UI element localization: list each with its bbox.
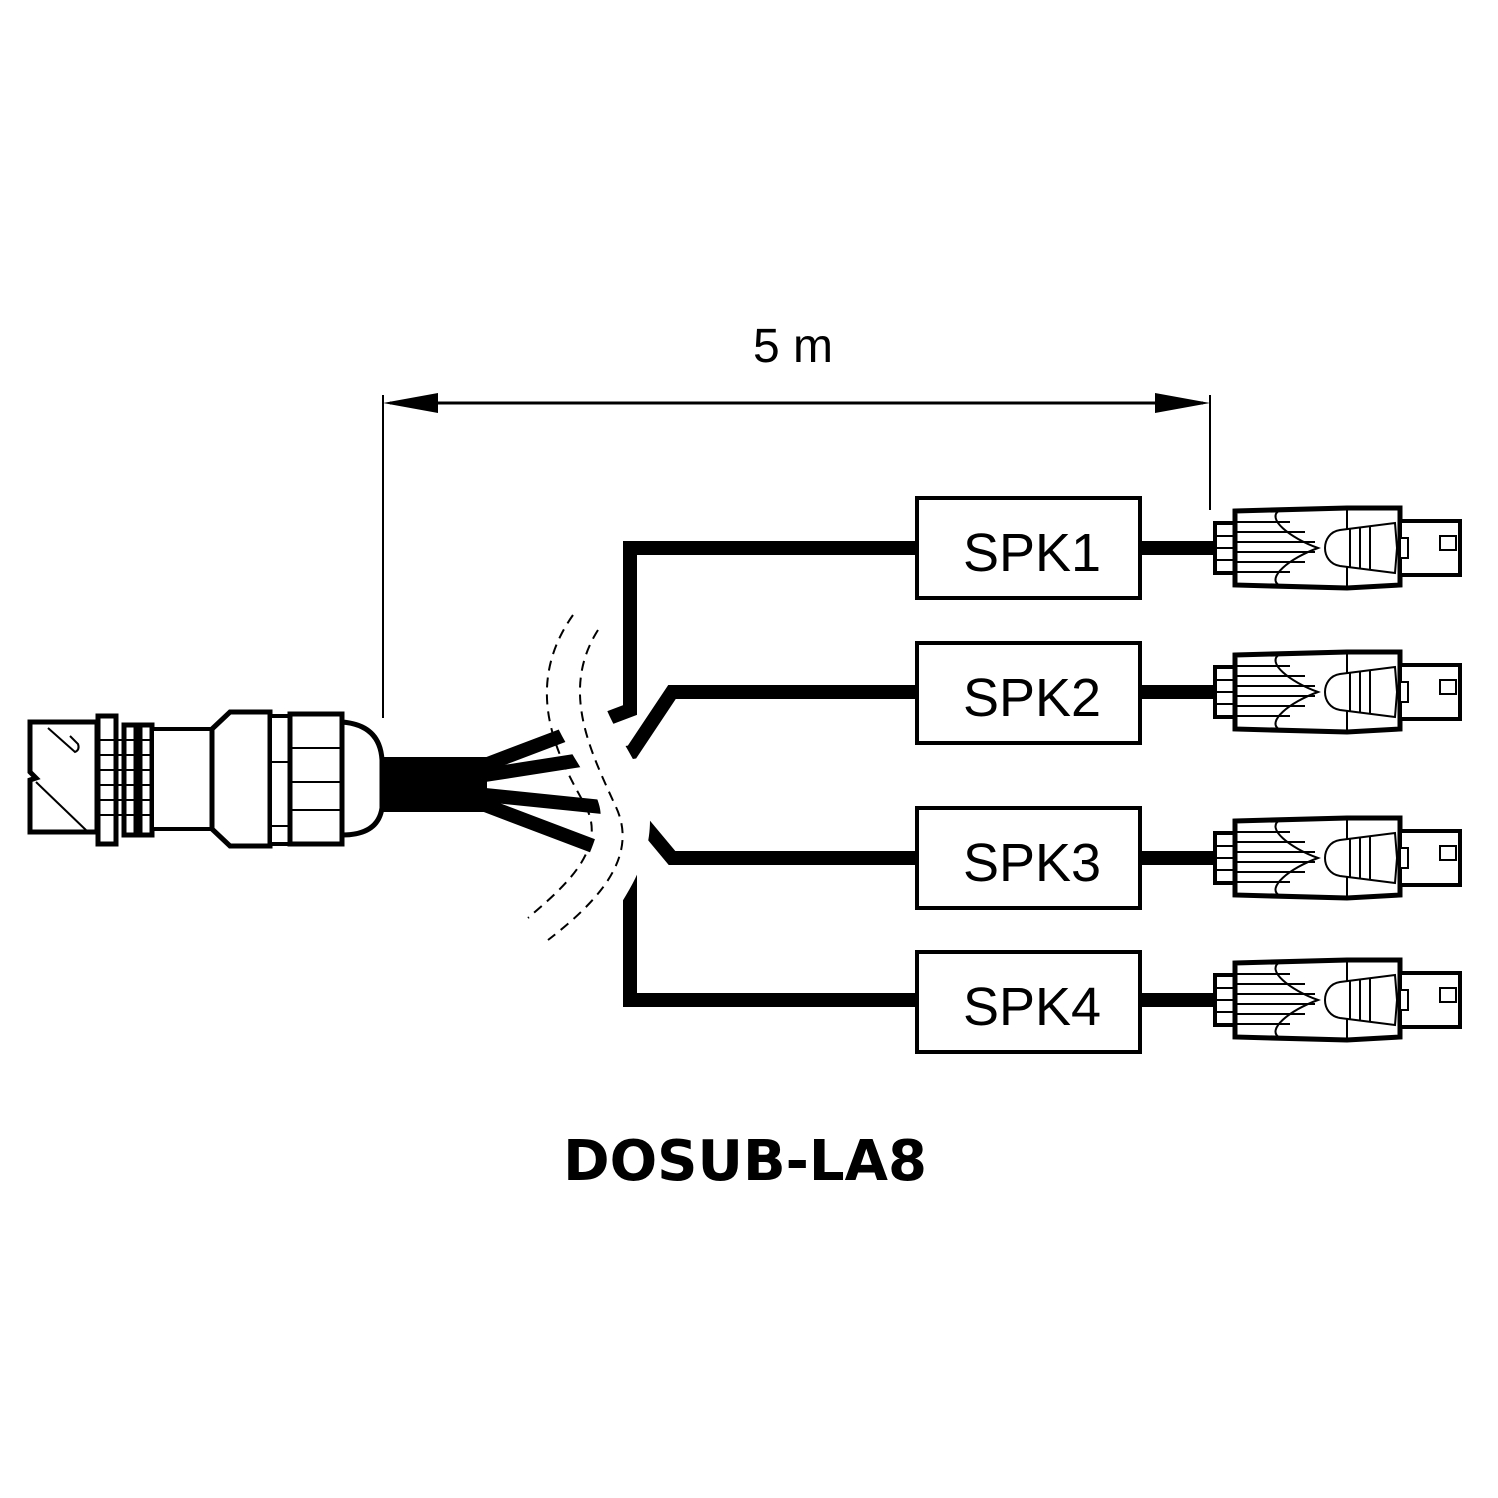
arrow-right-icon bbox=[1155, 393, 1210, 413]
rj45-connector-icon bbox=[1215, 960, 1460, 1040]
cable-break-mark bbox=[540, 615, 651, 940]
arrow-left-icon bbox=[383, 393, 438, 413]
length-dimension: 5 m bbox=[382, 320, 1211, 718]
spk2-label: SPK2 bbox=[963, 668, 1101, 728]
spk1-label: SPK1 bbox=[963, 523, 1101, 583]
product-title: DOSUB-LA8 bbox=[563, 1129, 927, 1194]
output-spk2: SPK2 bbox=[915, 641, 1460, 745]
spk4-label: SPK4 bbox=[963, 977, 1101, 1037]
spk3-label: SPK3 bbox=[963, 833, 1101, 893]
length-label: 5 m bbox=[753, 320, 833, 373]
rj45-connector-icon bbox=[1215, 652, 1460, 732]
output-spk4: SPK4 bbox=[915, 950, 1460, 1054]
rj45-connector-icon bbox=[1215, 508, 1460, 588]
rj45-connector-icon bbox=[1215, 818, 1460, 898]
output-spk3: SPK3 bbox=[915, 806, 1460, 910]
multipin-connector bbox=[27, 709, 385, 849]
output-spk1: SPK1 bbox=[915, 496, 1460, 600]
cable-bundle bbox=[382, 541, 1215, 1007]
